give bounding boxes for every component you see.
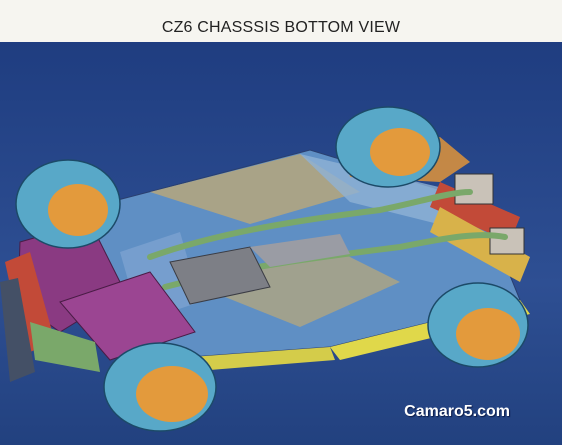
header-bar bbox=[0, 0, 562, 42]
wheel-front-right bbox=[103, 342, 217, 432]
transmission bbox=[169, 234, 350, 305]
brand-watermark: Camaro5.com bbox=[404, 403, 510, 420]
wheel-front-left bbox=[15, 159, 121, 249]
page-title: CZ6 CHASSSIS BOTTOM VIEW bbox=[161, 19, 401, 36]
front-cradle bbox=[0, 221, 196, 382]
chassis-render bbox=[0, 42, 562, 445]
wheel-rear-right bbox=[427, 282, 529, 368]
wheel-rear-left bbox=[335, 106, 441, 188]
